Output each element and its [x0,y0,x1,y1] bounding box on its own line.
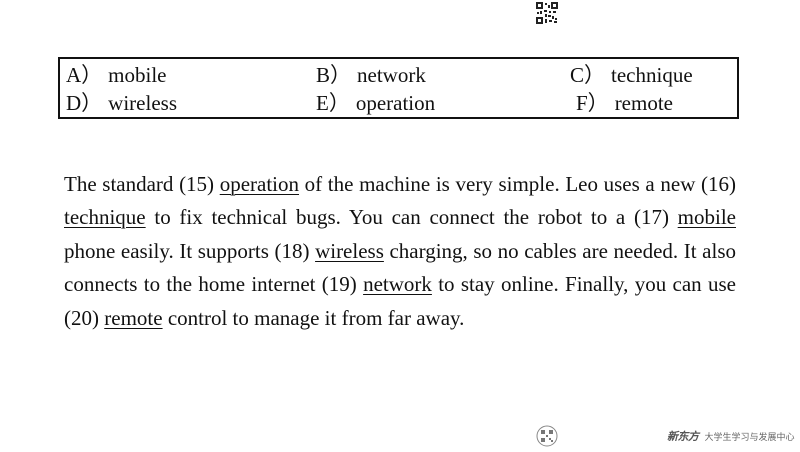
answer-19: network [363,272,432,297]
word-bank-box: A）mobile B）network C）technique D）wireles… [58,57,739,119]
passage-segment: The standard (15) [64,172,220,196]
option-b: B）network [316,61,426,89]
option-word: remote [614,91,673,115]
option-letter: F） [576,91,609,115]
passage-segment: control to manage it from far away. [162,305,465,330]
option-f: F）remote [576,89,673,117]
passage-segment: of the machine is very simple. Leo uses … [299,172,736,196]
option-word: operation [355,91,436,115]
option-letter: E） [316,91,350,115]
option-word: wireless [108,91,177,115]
brand-footer: 新东方 大学生学习与发展中心 [667,428,795,444]
passage-segment: charging, so no cables are needed. It al… [64,238,736,297]
answer-16: technique [64,205,146,230]
option-letter: C） [570,63,606,87]
qr-code-icon [536,2,558,24]
passage-text: The standard (15) operation of the machi… [64,168,736,335]
option-word: technique [611,63,693,87]
option-c: C）technique [570,61,693,89]
qr-code-icon [536,425,558,447]
passage-segment: to fix technical bugs. You can connect t… [145,205,678,230]
answer-20: remote [104,305,163,330]
option-d: D）wireless [66,89,177,117]
answer-17: mobile [677,205,736,230]
brand-text: 大学生学习与发展中心 [704,432,795,443]
option-letter: D） [66,91,103,115]
answer-18: wireless [315,238,384,263]
option-a: A）mobile [66,61,167,89]
answer-15: operation [219,172,300,196]
passage-segment: phone easily. It supports (18) [64,238,316,263]
passage-segment: to stay online. Finally, you can use (20… [64,272,736,330]
option-letter: B） [316,63,352,87]
option-letter: A） [66,63,103,87]
option-word: network [357,63,426,87]
option-e: E）operation [316,89,435,117]
brand-logo: 新东方 [667,430,699,443]
option-word: mobile [108,63,167,87]
